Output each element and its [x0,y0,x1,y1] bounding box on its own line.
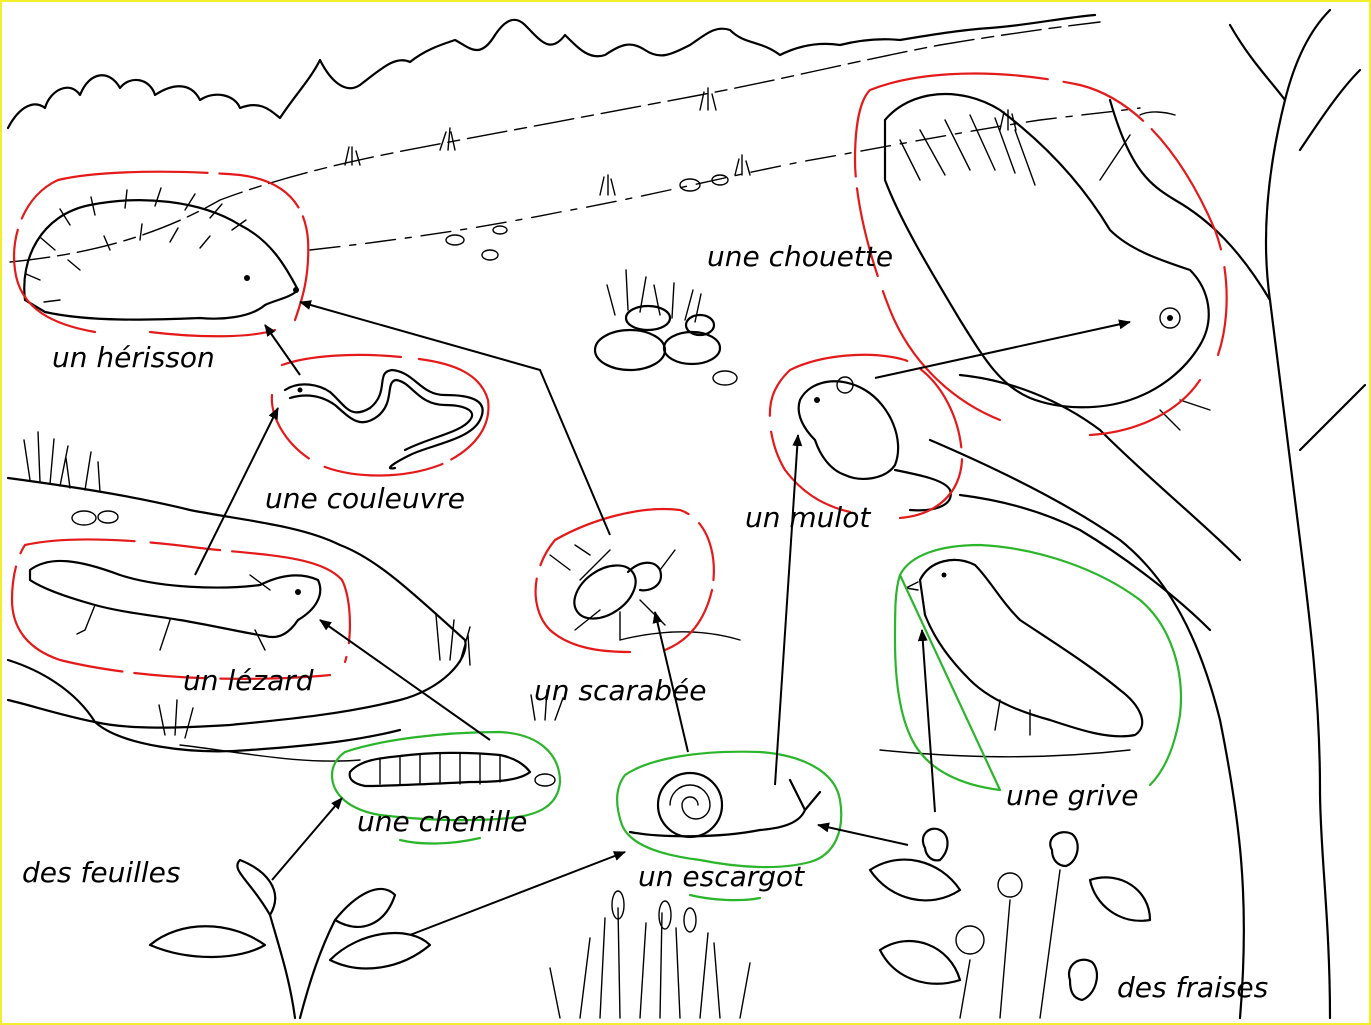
label-mulot: un mulot [745,501,871,534]
treeline [8,15,1095,128]
prey-outlines [332,545,1181,900]
hedgehog-outline [14,172,308,337]
label-couleuvre: une couleuvre [265,482,465,515]
thrush-drawing [906,560,1142,736]
label-lezard: un lézard [183,664,314,697]
snail-drawing [630,773,820,837]
label-feuilles: des feuilles [22,856,180,889]
rock-pile [595,306,720,370]
caterpillar-drawing [350,753,555,786]
field-mouse-drawing [799,377,951,510]
label-grive: une grive [1006,779,1138,812]
field-edge [10,22,1100,262]
label-scarabee: un scarabée [534,674,706,707]
owl-outline [855,74,1227,435]
species-labels: un hérisson une couleuvre un lézard une … [22,240,1268,1004]
label-escargot: un escargot [638,860,805,893]
arrow-chenille-lezard [320,620,490,740]
label-chouette: une chouette [707,240,893,273]
lizard-drawing [30,561,320,650]
snail-outline [617,752,841,867]
owl-drawing [885,94,1210,430]
label-chenille: une chenille [357,805,527,838]
thrush-outline [895,545,1181,790]
grass-snake-drawing [285,370,483,468]
beetle-outline [536,509,714,652]
arrow-fraises-grive [922,630,935,812]
tree [930,10,1365,1018]
label-herisson: un hérisson [52,341,215,374]
arrow-mulot-chouette [875,322,1130,378]
caterpillar-underline [400,838,480,844]
arrow-escargot-mulot [775,435,798,785]
leaves-plant-drawing [150,860,430,1018]
label-fraises: des fraises [1117,971,1268,1004]
cattails-drawing [550,891,750,1018]
arrow-feuilles-chenille [272,798,342,880]
snail-underline [690,895,760,900]
strawberry-plant-drawing [870,829,1150,1018]
arrow-couleuvre-herisson [265,325,300,375]
arrow-feuilles-escargot [410,852,625,935]
flower-stems [607,270,701,322]
grass-tufts [345,88,1016,195]
arrow-fraises-escargot [818,825,908,845]
beetle-drawing [550,545,675,640]
background-scenery [8,15,1140,761]
